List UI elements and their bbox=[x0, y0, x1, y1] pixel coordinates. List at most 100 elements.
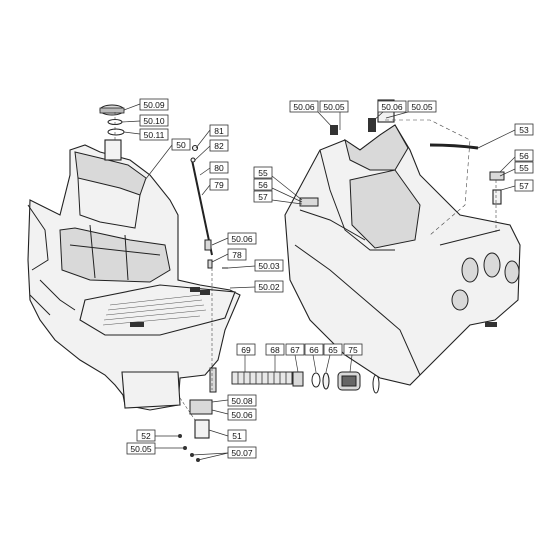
callout-55-left: 55 bbox=[253, 166, 273, 179]
svg-text:50.06: 50.06 bbox=[293, 102, 315, 112]
svg-text:69: 69 bbox=[241, 345, 251, 355]
part-65 bbox=[322, 372, 330, 390]
left-tank-assembly bbox=[27, 104, 241, 411]
cap-strainer bbox=[107, 128, 125, 136]
svg-text:50: 50 bbox=[176, 140, 186, 150]
callout-56-left: 56 bbox=[253, 178, 273, 191]
part-67 bbox=[292, 371, 304, 387]
callout-50-05-right-b: 50.05 bbox=[407, 100, 437, 113]
callout-50-05-bottom: 50.05 bbox=[126, 442, 156, 455]
callout-56-right: 56 bbox=[514, 149, 534, 162]
callout-50-06-bottom: 50.06 bbox=[227, 408, 257, 421]
spring-69 bbox=[231, 371, 293, 385]
right-tank-top bbox=[344, 124, 409, 171]
part-75 bbox=[337, 371, 361, 391]
callout-65: 65 bbox=[323, 343, 343, 356]
callout-75: 75 bbox=[343, 343, 363, 356]
rear-light-2 bbox=[483, 252, 501, 278]
svg-text:82: 82 bbox=[214, 141, 224, 151]
svg-text:57: 57 bbox=[258, 192, 268, 202]
part-66 bbox=[311, 372, 321, 388]
callout-51: 51 bbox=[227, 429, 247, 442]
callout-53: 53 bbox=[514, 123, 534, 136]
svg-text:68: 68 bbox=[270, 345, 280, 355]
platform-logo-2 bbox=[200, 290, 210, 295]
callout-82: 82 bbox=[209, 139, 229, 152]
left-interior-well bbox=[59, 227, 171, 283]
platform-tread bbox=[102, 294, 207, 326]
svg-text:50.08: 50.08 bbox=[231, 396, 253, 406]
svg-text:81: 81 bbox=[214, 126, 224, 136]
platform-logo-3 bbox=[130, 322, 144, 327]
callout-57-right: 57 bbox=[514, 179, 534, 192]
callout-68: 68 bbox=[265, 343, 285, 356]
svg-text:66: 66 bbox=[309, 345, 319, 355]
svg-text:50.07: 50.07 bbox=[231, 448, 253, 458]
rear-light-3 bbox=[504, 260, 520, 284]
callout-50-06-right: 50.06 bbox=[289, 100, 319, 113]
leader-lines bbox=[114, 103, 516, 461]
right-seat-well bbox=[349, 169, 421, 249]
svg-text:57: 57 bbox=[519, 181, 529, 191]
callout-50-06-left: 50.06 bbox=[227, 232, 257, 245]
callout-50-09: 50.09 bbox=[139, 98, 169, 111]
linkage-rod bbox=[190, 144, 228, 269]
callout-labels: 50.09 50.10 50.11 50 81 82 80 79 bbox=[126, 98, 534, 459]
callout-50-06-right-b: 50.06 bbox=[377, 100, 407, 113]
callout-78: 78 bbox=[227, 248, 247, 261]
platform-logo-1 bbox=[190, 287, 200, 292]
svg-text:50.05: 50.05 bbox=[323, 102, 345, 112]
left-foot-platform bbox=[79, 284, 236, 336]
callout-50-03: 50.03 bbox=[254, 259, 284, 272]
svg-text:50.02: 50.02 bbox=[258, 282, 280, 292]
rear-light-4 bbox=[451, 289, 469, 311]
callout-50-10: 50.10 bbox=[139, 114, 169, 127]
callout-50-05-right-a: 50.05 bbox=[319, 100, 349, 113]
svg-text:56: 56 bbox=[519, 151, 529, 161]
left-lower-box bbox=[121, 371, 181, 409]
svg-text:50.11: 50.11 bbox=[144, 130, 165, 140]
callout-50-11: 50.11 bbox=[139, 128, 169, 141]
svg-text:50.06: 50.06 bbox=[231, 234, 253, 244]
callout-50-02: 50.02 bbox=[254, 280, 284, 293]
svg-text:50.03: 50.03 bbox=[258, 261, 280, 271]
svg-text:55: 55 bbox=[258, 168, 268, 178]
svg-text:78: 78 bbox=[232, 250, 242, 260]
svg-text:75: 75 bbox=[348, 345, 358, 355]
fuel-pump-parts bbox=[231, 371, 380, 394]
svg-text:55: 55 bbox=[519, 163, 529, 173]
callout-80: 80 bbox=[209, 161, 229, 174]
svg-text:50.05: 50.05 bbox=[130, 444, 152, 454]
left-tank-front bbox=[77, 177, 141, 229]
svg-text:52: 52 bbox=[141, 431, 151, 441]
rear-light-1 bbox=[461, 257, 479, 283]
svg-text:65: 65 bbox=[328, 345, 338, 355]
callout-52: 52 bbox=[136, 429, 156, 442]
svg-text:50.05: 50.05 bbox=[411, 102, 433, 112]
svg-text:53: 53 bbox=[519, 125, 529, 135]
svg-text:80: 80 bbox=[214, 163, 224, 173]
fuel-neck bbox=[104, 139, 122, 161]
callout-81: 81 bbox=[209, 124, 229, 137]
callout-55-right: 55 bbox=[514, 161, 534, 174]
svg-text:50.06: 50.06 bbox=[381, 102, 403, 112]
callout-50-08: 50.08 bbox=[227, 394, 257, 407]
svg-text:50.10: 50.10 bbox=[143, 116, 165, 126]
callout-57-left: 57 bbox=[253, 190, 273, 203]
lower-fittings bbox=[178, 367, 217, 462]
svg-text:50.09: 50.09 bbox=[143, 100, 165, 110]
svg-text:50.06: 50.06 bbox=[231, 410, 253, 420]
hose-53 bbox=[429, 143, 479, 150]
callout-66: 66 bbox=[304, 343, 324, 356]
callout-69: 69 bbox=[236, 343, 256, 356]
svg-text:67: 67 bbox=[290, 345, 300, 355]
svg-text:79: 79 bbox=[214, 180, 224, 190]
svg-text:51: 51 bbox=[232, 431, 242, 441]
callout-50-07: 50.07 bbox=[227, 446, 257, 459]
svg-text:56: 56 bbox=[258, 180, 268, 190]
callout-50: 50 bbox=[171, 138, 191, 151]
callout-79: 79 bbox=[209, 178, 229, 191]
right-body-assembly bbox=[284, 99, 521, 386]
callout-67: 67 bbox=[285, 343, 305, 356]
